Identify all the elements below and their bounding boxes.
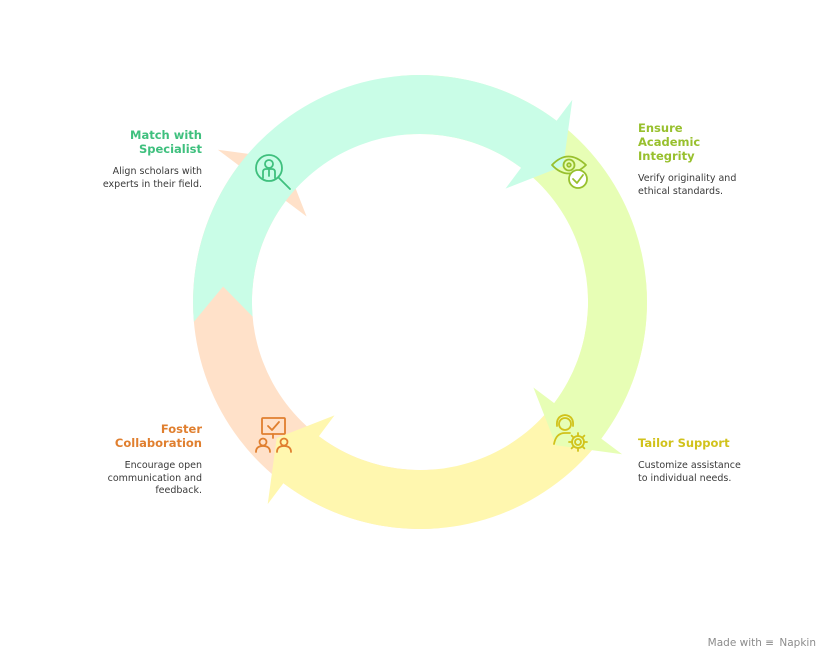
step-foster-collaboration: Foster Collaboration Encourage open comm…	[80, 422, 202, 498]
step-match-with-specialist: Match with Specialist Align scholars wit…	[80, 128, 202, 191]
title-line: Integrity	[638, 149, 695, 163]
title-line: Ensure	[638, 121, 683, 135]
step-title: Foster Collaboration	[80, 422, 202, 450]
title-line: Specialist	[138, 142, 202, 156]
made-with-napkin-watermark: Made with ≡ Napkin	[708, 637, 816, 649]
arc-match-with-specialist	[193, 75, 573, 322]
step-title: Match with Specialist	[80, 128, 202, 156]
title-line: Tailor Support	[638, 436, 730, 450]
person-gear-icon	[553, 414, 588, 452]
step-title: Ensure Academic Integrity	[638, 121, 750, 163]
description-line: Verify originality and	[638, 173, 737, 184]
step-tailor-support: Tailor Support Customize assistance to i…	[638, 436, 758, 485]
step-description: Customize assistance to individual needs…	[638, 460, 758, 485]
step-title: Tailor Support	[638, 436, 758, 450]
eye-check-icon	[551, 155, 588, 189]
step-description: Align scholars with experts in their fie…	[80, 166, 202, 191]
search-person-icon	[255, 154, 291, 190]
description-line: Align scholars with	[112, 166, 202, 177]
title-line: Foster	[160, 422, 202, 436]
description-line: communication and	[107, 472, 202, 484]
step-description: Verify originality and ethical standards…	[638, 173, 750, 198]
step-ensure-academic-integrity: Ensure Academic Integrity Verify origina…	[638, 121, 750, 198]
description-line: to individual needs.	[638, 472, 732, 484]
people-board-icon	[255, 417, 292, 453]
step-description: Encourage open communication and feedbac…	[80, 460, 202, 498]
title-line: Match with	[130, 128, 202, 142]
description-line: Customize assistance	[638, 460, 741, 471]
made-with-text: Made with	[707, 637, 762, 649]
description-line: experts in their field.	[102, 178, 202, 190]
napkin-logo-icon: ≡	[765, 637, 775, 649]
description-line: ethical standards.	[638, 185, 724, 197]
description-line: feedback.	[155, 485, 202, 496]
napkin-brand-text: Napkin	[779, 637, 816, 649]
title-line: Collaboration	[114, 436, 202, 450]
arc-tailor-support	[267, 282, 647, 529]
title-line: Academic	[638, 135, 701, 149]
description-line: Encourage open	[124, 460, 202, 471]
arc-ensure-academic-integrity	[400, 75, 647, 455]
